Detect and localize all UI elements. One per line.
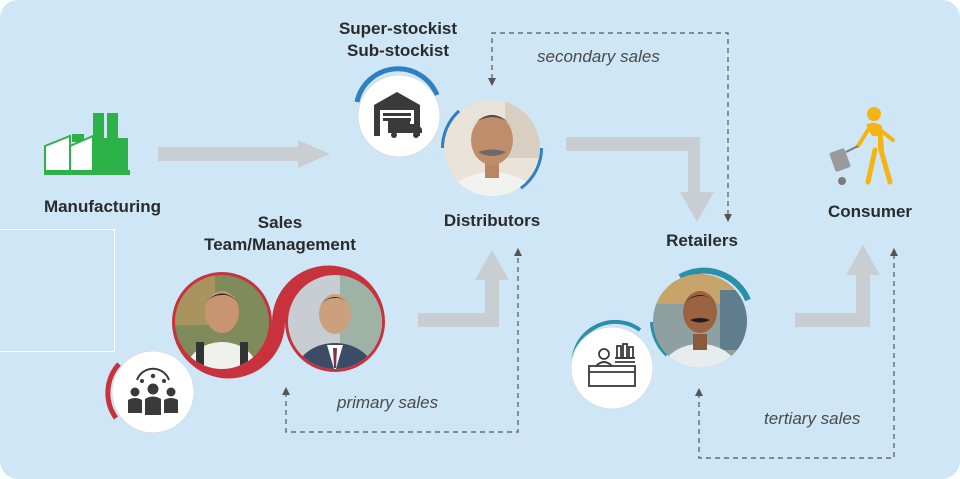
retailer-photo [650,267,751,368]
team-group-icon [128,367,178,415]
sales-team-label-line1: Sales [257,213,303,232]
manager-photo [288,275,382,369]
stockist-label-line1: Super-stockist [338,19,458,38]
inset-frame [0,229,115,352]
sales-team-label-line2: Team/Management [204,235,356,254]
consumer-walking-icon [829,107,895,185]
flow-arrow-distributors-to-retailers [566,137,714,222]
flow-arrow-retailers-to-consumer [795,245,880,327]
dashed-arrowhead-secondary-bottom [724,214,732,222]
distributors-label: Distributors [443,211,541,230]
shop-counter-icon [588,343,636,387]
flow-arrow-manufacturing-to-distributors [158,140,330,168]
dashed-arrowhead-primary-left [282,387,290,395]
factory-icon [44,113,130,175]
dashed-arrowhead-secondary-top [488,78,496,86]
sales-person-photo [175,275,269,369]
dashed-arrowhead-tertiary-left [695,388,703,396]
dashed-line-secondary-sales [491,32,729,215]
flow-arrow-sales-to-distributors [418,250,509,327]
retailers-label: Retailers [666,231,738,250]
dashed-arrowhead-primary-right [514,248,522,256]
dashed-line-tertiary-sales [698,255,895,459]
dashed-line-primary-sales [285,255,519,433]
secondary-sales-label: secondary sales [537,47,660,66]
manufacturing-label: Manufacturing [43,197,162,216]
stockist-label-line2: Sub-stockist [346,41,450,60]
tertiary-sales-label: tertiary sales [764,409,861,428]
primary-sales-label: primary sales [337,393,439,412]
consumer-label: Consumer [827,202,913,221]
warehouse-truck-icon [374,92,422,138]
dashed-arrowhead-tertiary-right [890,248,898,256]
warehouse-circle [354,66,441,158]
